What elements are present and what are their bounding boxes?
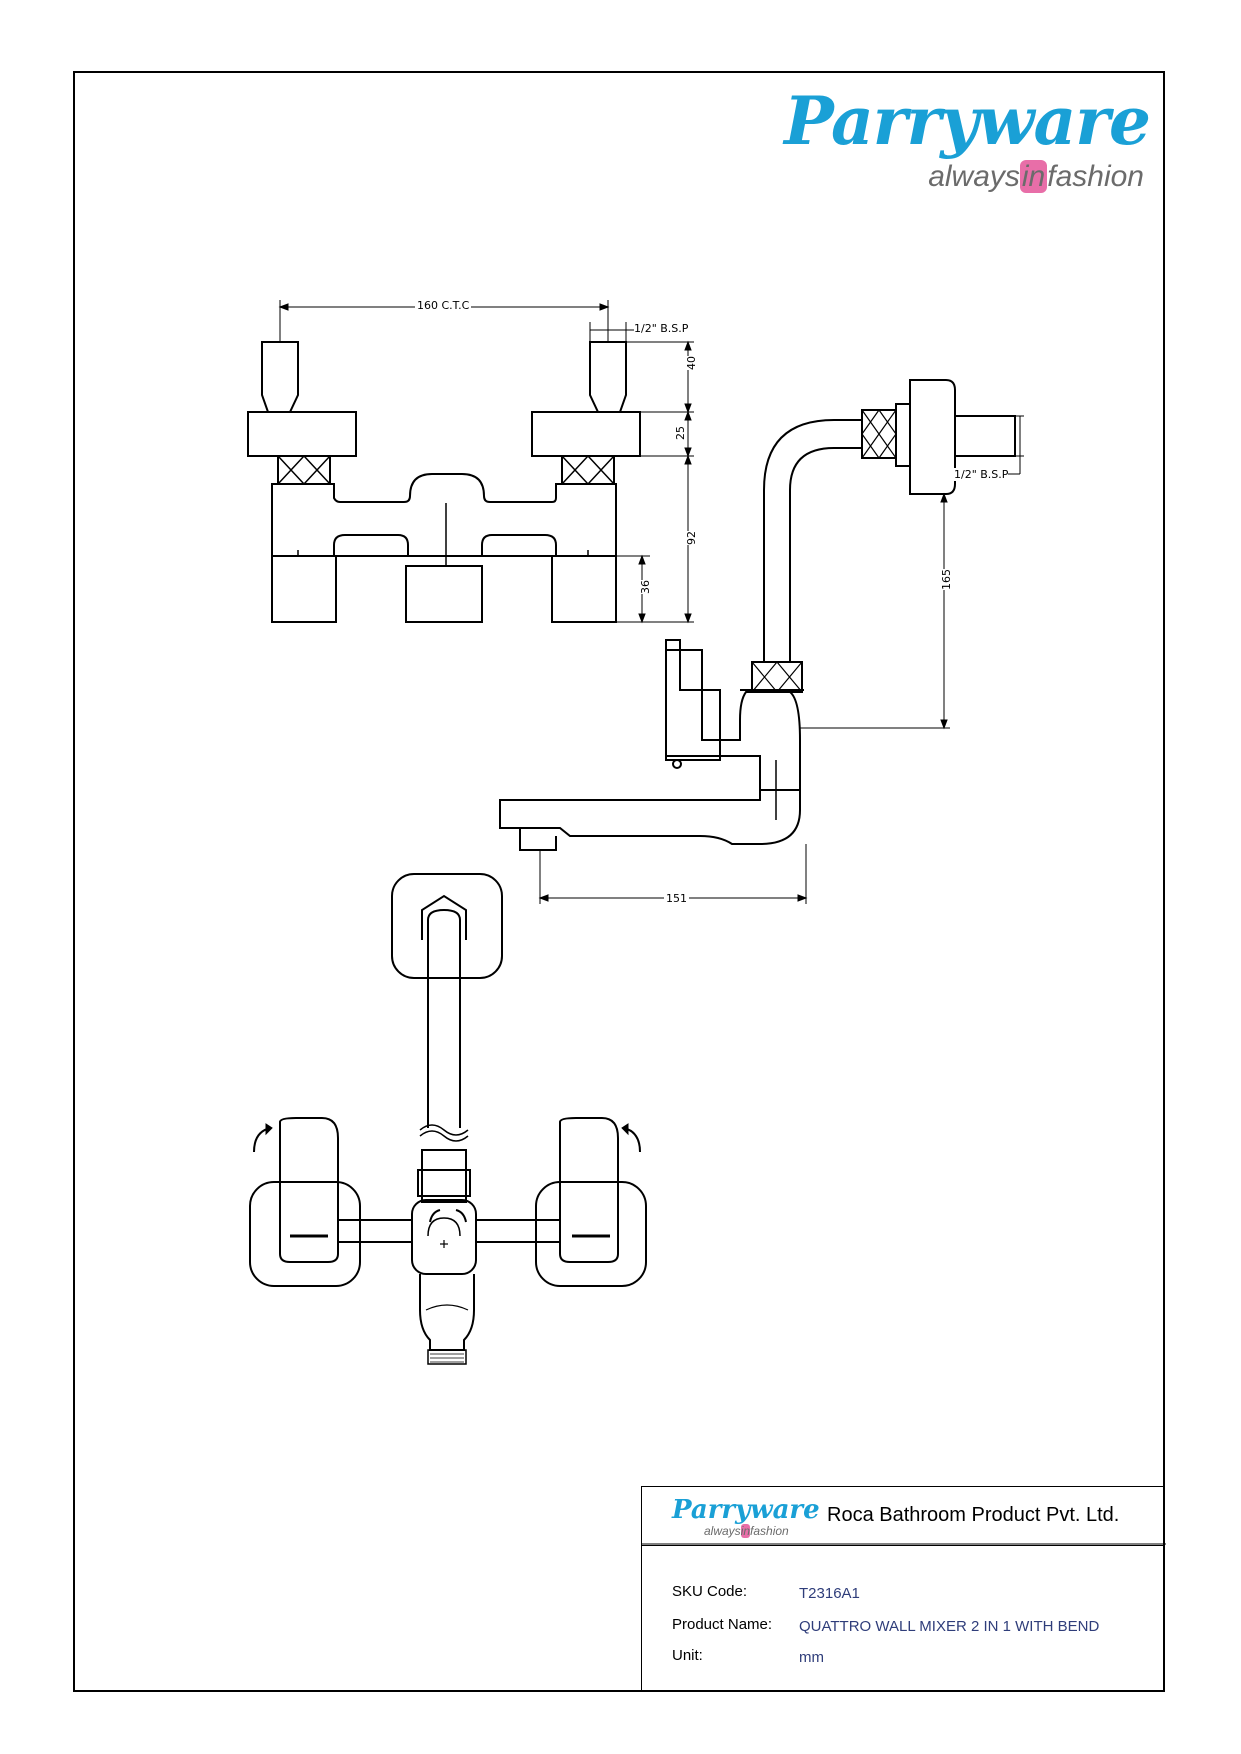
dim-165 (800, 492, 950, 730)
right-hex-nut (561, 455, 615, 485)
wall-right-flange (535, 1181, 647, 1287)
title-block: Parryware alwaysinfashion Roca Bathroom … (641, 1486, 1165, 1692)
wall-left-handle (279, 1117, 339, 1263)
bent-pipe-inner (789, 447, 862, 662)
dim-label-bsp-top: 1/2" B.S.P (634, 322, 689, 335)
left-hex-nut (277, 455, 331, 485)
dim-151 (538, 844, 808, 904)
title-block-logo: Parryware alwaysinfashion (672, 1497, 820, 1541)
company-name: Roca Bathroom Product Pvt. Ltd. (827, 1504, 1120, 1526)
brand-tagline: alwaysinfashion (928, 160, 1144, 193)
right-inlet-pipe (589, 341, 627, 413)
sku-label: SKU Code: (672, 1583, 748, 1600)
unit-label: Unit: (672, 1647, 703, 1664)
side-view (499, 379, 1024, 904)
side-handle (665, 639, 721, 761)
wall-view (249, 873, 647, 1365)
dim-label-36: 36 (639, 580, 652, 594)
unit-value: mm (799, 1649, 824, 1666)
left-cartridge (271, 555, 337, 623)
side-spout (499, 789, 801, 845)
dim-bsp-top (589, 322, 634, 342)
mixer-body (271, 473, 617, 557)
bent-pipe-outer (763, 419, 862, 662)
wall-spout (419, 1274, 475, 1351)
title-block-brand: Parryware (672, 1495, 820, 1525)
brand-logo: Parryware alwaysinfashion (784, 88, 1151, 198)
front-view (247, 300, 694, 624)
dim-label-165: 165 (940, 569, 953, 590)
title-block-tagline: alwaysinfashion (704, 1524, 789, 1538)
left-inlet-pipe (261, 341, 299, 413)
dim-label-40: 40 (685, 356, 698, 370)
dim-bsp-side (1000, 415, 1024, 475)
dim-label-92: 92 (685, 531, 698, 545)
side-mixer-body (665, 649, 801, 791)
right-flange (531, 411, 641, 457)
dim-label-ctc: 160 C.T.C (415, 299, 472, 312)
wall-centre-body (411, 1199, 477, 1275)
dim-verticals (616, 340, 694, 624)
drawing-frame (73, 71, 1165, 1692)
brand-name: Parryware (784, 82, 1151, 160)
aerator (427, 1349, 467, 1365)
dim-label-25: 25 (674, 426, 687, 440)
dim-label-151: 151 (664, 892, 689, 905)
side-lower-nut (751, 661, 803, 693)
product-name-label: Product Name: (672, 1616, 773, 1633)
sku-value: T2316A1 (799, 1585, 860, 1602)
left-flange (247, 411, 357, 457)
wall-top-flange (391, 873, 503, 979)
title-block-header: Parryware alwaysinfashion Roca Bathroom … (642, 1487, 1165, 1546)
right-cartridge (551, 555, 617, 623)
side-wall-flange (909, 379, 956, 495)
side-inlet (954, 415, 1016, 457)
dim-label-bsp-side: 1/2" B.S.P (954, 468, 1009, 481)
wall-left-flange (249, 1181, 361, 1287)
product-name-value: QUATTRO WALL MIXER 2 IN 1 WITH BEND (799, 1618, 1100, 1635)
wall-right-handle (559, 1117, 619, 1263)
centre-block (405, 565, 483, 623)
